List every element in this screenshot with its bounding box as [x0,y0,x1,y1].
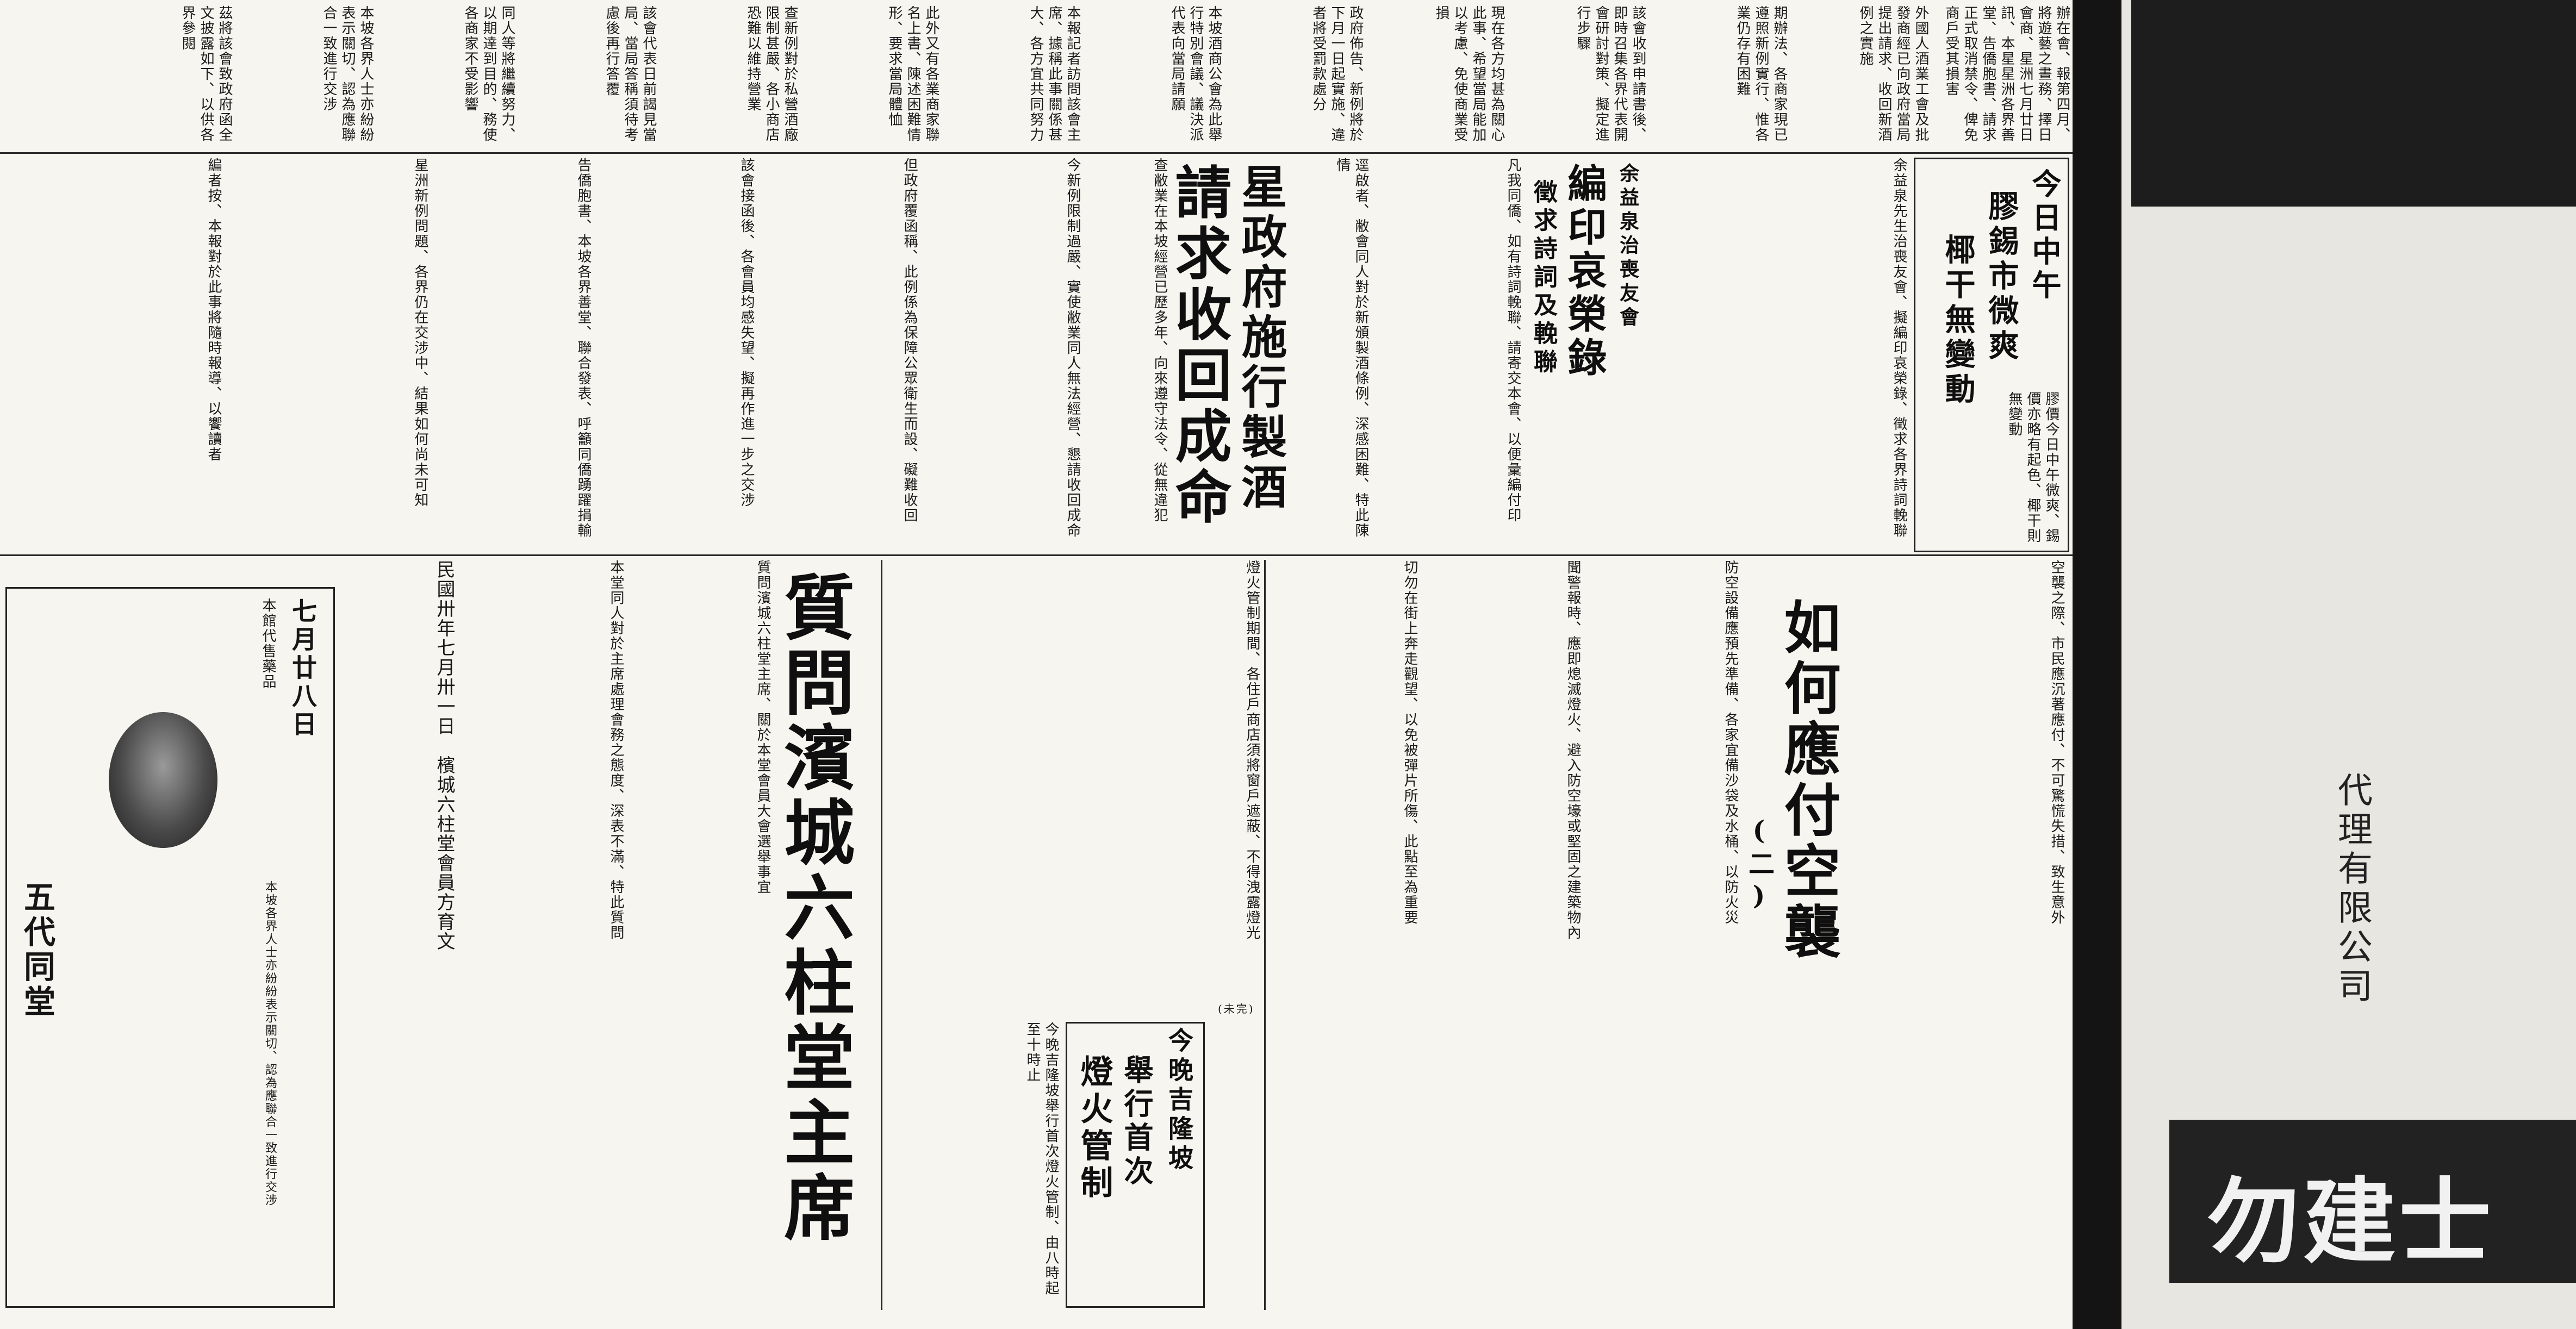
article-column: 該會收到申請書後、即時召集各界代表開會研討對策、擬定進行步驟 [1575,5,1646,142]
ad-brand: 勿建士 [2207,1168,2495,1276]
article-column: 辦在會、報第四月、將遊藝之晝務、擇日會商、星洲七月廿日訊、本星星洲各界善堂、告僑… [1943,5,2070,142]
ad-banner-bottom [2169,1120,2576,1283]
advertisement-panel [2073,0,2576,1329]
ad-banner-top [2131,0,2576,207]
ad-company-name: 代理有限公司 [2332,772,2372,1007]
blackout-box [1066,1022,1205,1308]
article-column: 本堂同人對於主席處理會務之態度、深表不滿、特此質問 [608,560,624,940]
article-column: 茲將該會致政府函全文披露如下、以供各界參閱 [179,5,233,142]
article-column: 聞警報時、應即熄滅燈火、避入防空壕或堅固之建築物內 [1565,560,1581,940]
article-column: 凡我同僑、如有詩詞輓聯、請寄交本會、以便彙編付印 [1505,158,1521,523]
article-column: 余益泉先生治喪友會、擬編印哀榮錄、徵求各界詩詞輓聯 [1891,158,1907,538]
blackout-headline-3: 燈火管制 [1077,1055,1113,1202]
notice-box [5,587,335,1308]
article-column: 此外又有各業商家聯名上書、陳述困難情形、要求當局體恤 [886,5,939,142]
blackout-headline: 今晚吉隆坡 [1165,1027,1194,1174]
signature-column: 民國卅年七月卅一日 檳城六柱堂會員方育文 [433,560,455,951]
article-column: 外國人酒業工會及批發商經已向政府當局提出請求、收回新酒例之實施 [1857,5,1929,142]
article-column: 告僑胞書、本坡各界善堂、聯合發表、呼籲同僑踴躍捐輸 [575,158,592,538]
article-column: 期辦法、各商家現已遵照新例實行、惟各業仍存有困難 [1734,5,1788,142]
stock-headline: 今日中午 [2028,169,2062,303]
article-column: 燈火管制期間、各住戶商店須將窗戶遮蔽、不得洩露燈光 [1244,560,1260,940]
article-column: 查新例對於私營酒廠限制甚嚴、各小商店恐難以維持營業 [745,5,798,142]
article-column: 查敝業在本坡經營已歷多年、向來遵守法令、從無違犯 [1152,158,1168,523]
divider [0,152,2073,154]
article-column: 逕啟者、敝會同人對於新頒製酒條例、深感困難、特此陳情 [1334,158,1369,538]
article-column: 防空設備應預先準備、各家宜備沙袋及水桶、以防火災 [1722,560,1739,925]
main-center-subheadline: 請求收回成命無效 [1174,163,1232,528]
stock-text: 膠價今日中午微爽、錫價亦略有起色、椰干則無變動 [2006,391,2059,544]
divider [1264,560,1266,1310]
article-column: 本坡酒商公會為此舉行特別會議、議決派代表向當局請願 [1169,5,1222,142]
article-column: 本報記者訪問該會主席、據稱此事關係甚大、各方宜共同努力 [1028,5,1081,142]
article-column: 空襲之際、市民應沉著應付、不可驚慌失措、致生意外 [2049,560,2065,925]
portrait-image [109,712,217,848]
article-column: 編者按、本報對於此事將隨時報導、以饗讀者 [206,158,222,462]
stock-box [1914,158,2069,552]
divider [881,560,882,1310]
article-column: 質問濱城六柱堂主席、關於本堂會員大會選舉事宜 [755,560,771,895]
notice-text: 本館代售藥品 [260,598,276,689]
article-column: 政府佈告、新例將於下月一日起實施、違者將受罰款處分 [1310,5,1364,142]
article-column: 本坡各界人士亦紛紛表示關切、認為應聯合一致進行交涉 [321,5,374,142]
main-center-headline: 星政府施行製酒新例 [1240,163,1288,513]
air-raid-headline: 如何應付空襲 [1783,598,1841,963]
article-column: 同人等將繼續努力、以期達到目的、務使各商家不受影響 [462,5,515,142]
book-headline: 編印哀榮錄 [1566,163,1607,380]
article-column: 現在各方均甚為關心此事、希望當局能加以考慮、免使商業受損 [1433,5,1505,142]
newspaper-page: 辦在會、報第四月、將遊藝之晝務、擇日會商、星洲七月廿日訊、本星星洲各界善堂、告僑… [0,5,2073,1310]
article-column: 該會接函後、各會員均感失望、擬再作進一步之交涉 [738,158,755,508]
to-be-continued: (未完) [1218,1002,1255,1015]
page-gutter [2073,0,2121,1329]
stock-headline-2: 膠錫市微爽 [1984,190,2019,364]
divider [0,554,2073,556]
stock-headline-3: 椰干無變動 [1941,234,1976,408]
book-subheadline-2: 余益泉治喪友會 [1616,163,1639,330]
air-raid-subheadline: (二) [1745,815,1774,915]
notice-subtitle: 五代同堂 [18,881,55,1020]
book-subheadline: 徵求詩詞及輓聯 [1529,179,1557,377]
article-column: 切勿在街上奔走觀望、以免被彈片所傷、此點至為重要 [1402,560,1418,925]
notice-text: 本坡各界人士亦紛紛表示關切、認為應聯合一致進行交涉 [263,881,277,1207]
article-column: 但政府覆函稱、此例係為保障公眾衛生而設、礙難收回 [901,158,918,523]
article-column: 星洲新例問題、各界仍在交涉中、結果如何尚未可知 [412,158,428,508]
article-column: 今新例限制過嚴、實使敝業同人無法經營、懇請收回成命 [1065,158,1081,538]
article-column: 該會代表日前謁見當局、當局答稱須待考慮後再行答覆 [603,5,657,142]
notice-title: 七月廿八日 [288,598,318,739]
article-column: 今晚吉隆坡舉行首次燈火管制、由八時起至十時止 [1024,1022,1059,1296]
main-left-headline: 質問濱城六柱堂主席 [777,571,855,1246]
blackout-headline-2: 舉行首次 [1120,1055,1154,1189]
